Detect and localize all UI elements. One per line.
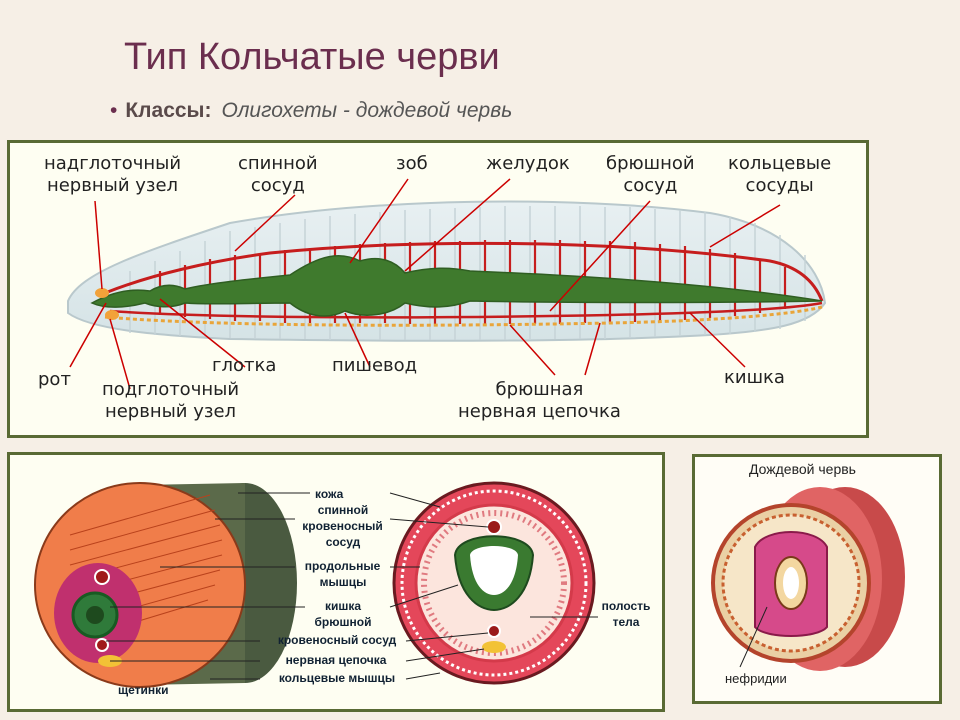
label-ring-vessels: кольцевые сосуды <box>728 153 832 196</box>
label-muscles: мышцы <box>319 575 367 589</box>
label-setae: щетинки <box>118 683 169 697</box>
cross-leader-lines <box>106 492 598 680</box>
label-pharynx: глотка <box>212 355 277 376</box>
earthworm-title: Дождевой червь <box>749 461 856 477</box>
subtitle: • Классы: Олигохеты - дождевой червь <box>110 99 512 123</box>
label-mouth: рот <box>38 369 71 390</box>
label-dorsal: спинной <box>317 503 369 517</box>
longitudinal-section-panel: надглоточный нервный узел спинной сосуд … <box>7 140 869 438</box>
intestine-lumen <box>86 606 104 624</box>
cross-ventral-vessel <box>487 624 501 638</box>
ventral-nerve-cord <box>104 305 823 327</box>
label-crop: зоб <box>396 153 428 174</box>
earthworm-illustration <box>711 487 905 671</box>
cross-section-panel: кожа спинной кровеносный сосуд продольны… <box>7 452 665 712</box>
label-body-cavity-1: полость <box>601 599 651 613</box>
label-intestine: кишка <box>724 367 785 388</box>
label-intestine-cross: кишка <box>324 599 362 613</box>
cross-intestine-lumen <box>470 546 518 595</box>
suprapharyngeal-ganglion <box>95 288 109 298</box>
label-blood: кровеносный <box>302 519 383 533</box>
label-subpharyngeal-ganglion: подглоточный нервный узел <box>102 379 240 422</box>
label-blood-vessel: кровеносный сосуд <box>277 633 397 647</box>
worm-longitudinal-illustration <box>67 178 827 390</box>
classes-text: Олигохеты - дождевой червь <box>221 99 513 122</box>
label-ventral: брюшной <box>314 615 372 629</box>
cross-section-illustration <box>34 481 598 688</box>
earthworm-lumen <box>783 567 799 599</box>
label-body-cavity-2: тела <box>612 615 640 629</box>
label-ventral-nerve-cord: брюшная нервная цепочка <box>458 379 621 422</box>
label-nerve-cord: нервная цепочка <box>285 653 387 667</box>
bullet: • <box>110 99 118 122</box>
digestive-tract <box>90 254 823 317</box>
earthworm-section-panel: Дождевой червь нефридии <box>692 454 942 704</box>
label-esophagus: пишевод <box>332 355 418 376</box>
label-vessel: сосуд <box>325 535 361 549</box>
label-suprapharyngeal-ganglion: надглоточный нервный узел <box>44 153 182 196</box>
label-dorsal-vessel: спинной сосуд <box>238 153 318 196</box>
dorsal-vessel <box>104 241 824 302</box>
cross-nerve-cord <box>482 641 506 653</box>
label-stomach: желудок <box>486 153 570 174</box>
label-nephridia: нефридии <box>725 671 787 686</box>
dorsal-vessel-small <box>94 569 110 585</box>
page-title: Тип Кольчатые черви <box>124 36 500 78</box>
label-ventral-vessel: брюшной сосуд <box>606 153 695 196</box>
label-skin: кожа <box>315 487 344 501</box>
label-ring-muscles: кольцевые мышцы <box>278 671 396 685</box>
cross-skin <box>400 489 588 677</box>
leader-lines <box>69 178 781 390</box>
cross-dorsal-vessel <box>486 519 502 535</box>
nephridia-leader <box>739 606 768 668</box>
subpharyngeal-ganglion <box>105 310 119 320</box>
ventral-vessel <box>109 301 823 319</box>
ventral-vessel-small <box>95 638 109 652</box>
label-longitudinal: продольные <box>304 559 381 573</box>
classes-label: Классы: <box>125 99 212 122</box>
